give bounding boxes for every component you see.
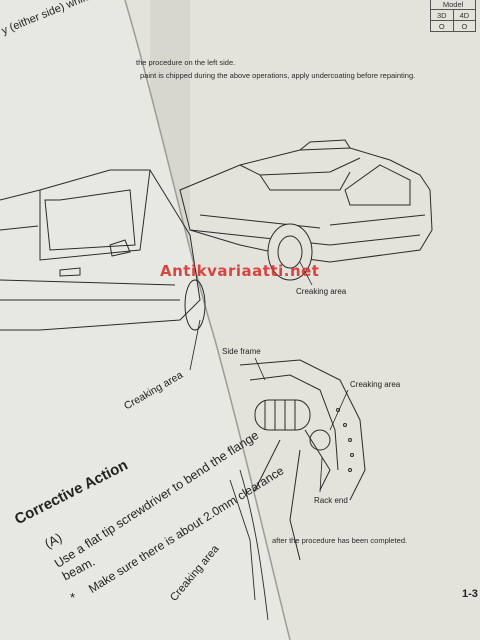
footer-note: after the procedure has been completed. bbox=[272, 536, 408, 545]
instruction-line-2: paint is chipped during the above operat… bbox=[140, 71, 416, 80]
model-mark-3d: O bbox=[430, 20, 454, 32]
left-detail-sketch bbox=[229, 469, 269, 621]
model-table-header: Model bbox=[429, 0, 477, 10]
label-creaking-area-frame: Creaking area bbox=[350, 380, 401, 389]
model-col-3d: 3D bbox=[430, 9, 454, 21]
label-creaking-area-top: Creaking area bbox=[296, 287, 347, 296]
pointer-line-rack-end bbox=[319, 457, 323, 493]
front-page-edge bbox=[124, 0, 291, 640]
page-number: 1-3 bbox=[462, 588, 478, 600]
pointer-line-side-frame bbox=[254, 357, 266, 381]
pointer-line-left bbox=[189, 319, 201, 371]
front-page bbox=[0, 0, 290, 640]
pointer-line-frame-creak bbox=[329, 389, 349, 431]
car-illustration-left bbox=[0, 169, 206, 331]
model-table: Model 3D 4D O O bbox=[429, 0, 477, 32]
label-rack-end: Rack end bbox=[314, 496, 348, 505]
watermark-text: Antikvariaatti.net bbox=[160, 262, 320, 280]
bullet-marker: * bbox=[70, 590, 76, 605]
car-illustration-right bbox=[179, 139, 433, 281]
model-mark-4d: O bbox=[452, 20, 477, 32]
model-col-4d: 4D bbox=[452, 9, 477, 21]
instruction-line-1: the procedure on the left side. bbox=[136, 58, 236, 67]
pointer-line-top bbox=[299, 261, 313, 286]
label-side-frame: Side frame bbox=[222, 347, 261, 356]
